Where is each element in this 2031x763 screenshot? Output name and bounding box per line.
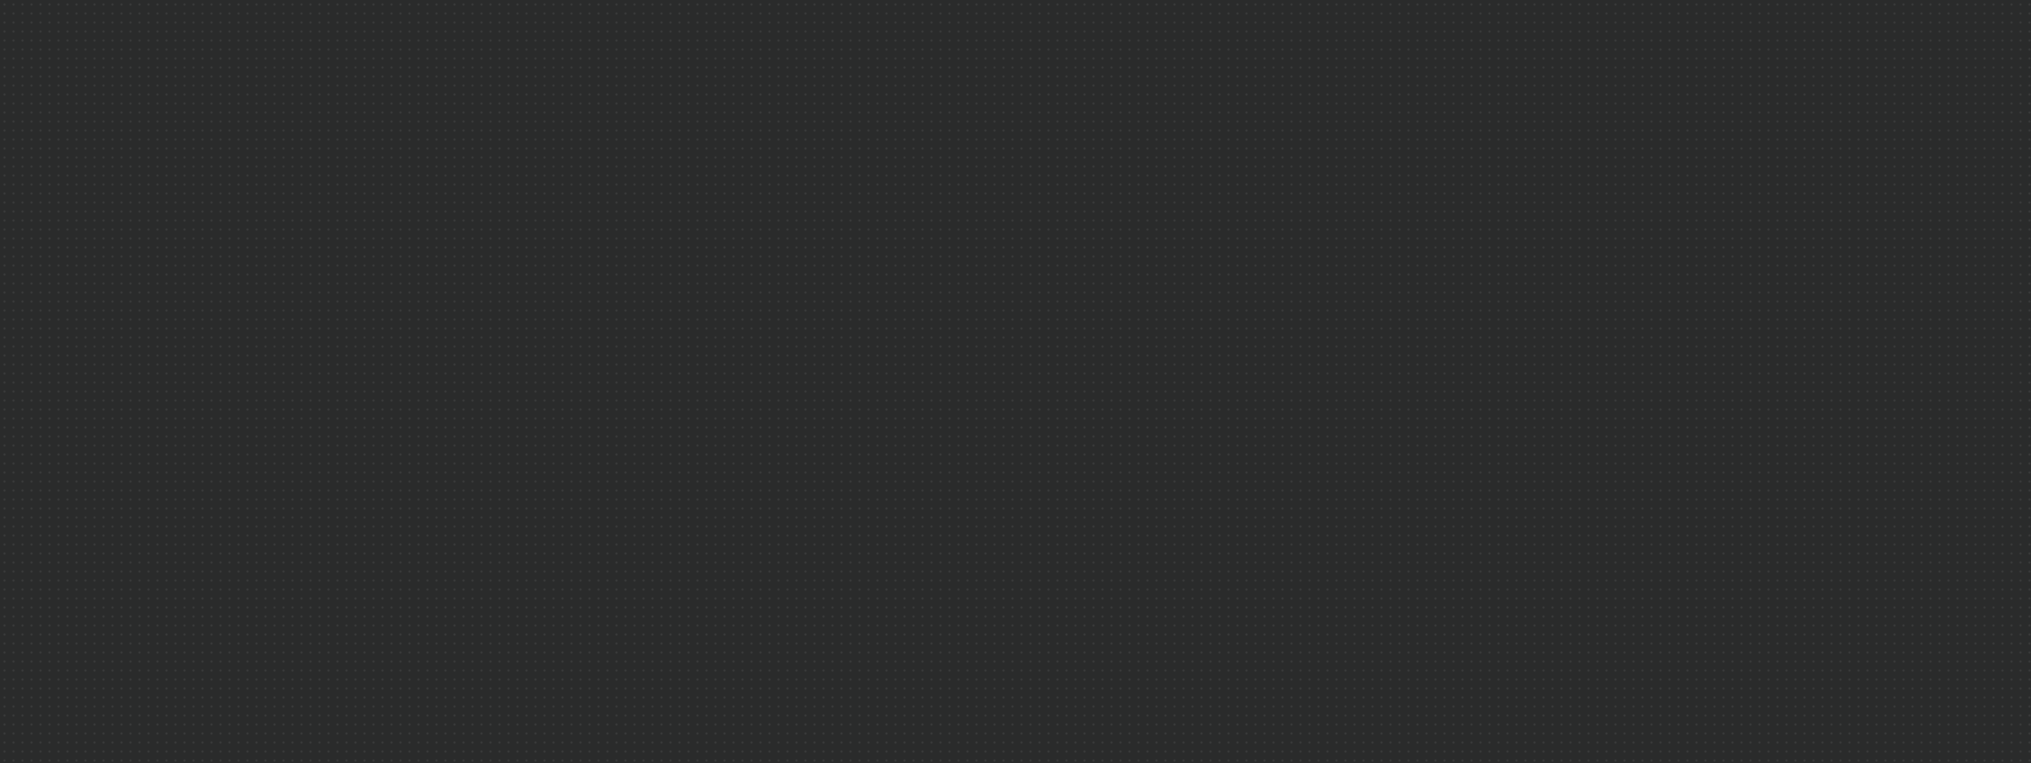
workflow-canvas[interactable] xyxy=(0,0,2031,763)
connections-layer xyxy=(0,0,2031,763)
